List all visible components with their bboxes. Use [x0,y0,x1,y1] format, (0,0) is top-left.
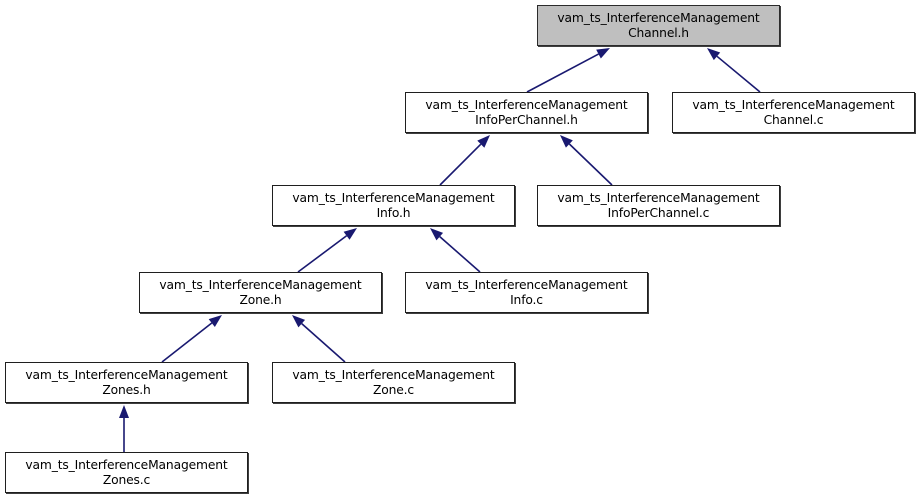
node-vam-ts-interferencemanagement-zone-h[interactable]: vam_ts_InterferenceManagement Zone.h [139,272,382,313]
node-vam-ts-interferencemanagement-infoperchannel-c[interactable]: vam_ts_InterferenceManagement InfoPerCha… [537,185,780,226]
edge-arrowhead-zone_h-to-info_h [343,228,357,240]
edge-line-info_h-to-infoperchannel_h [439,143,482,186]
edge-arrowhead-zones_c-to-zones_h [119,405,129,418]
edge-line-info_c-to-info_h [439,235,481,273]
node-vam-ts-interferencemanagement-info-h[interactable]: vam_ts_InterferenceManagement Info.h [272,185,515,226]
node-label: vam_ts_InterferenceManagement InfoPerCha… [425,97,628,127]
node-label: vam_ts_InterferenceManagement Zones.c [25,457,228,487]
node-vam-ts-interferencemanagement-zone-c[interactable]: vam_ts_InterferenceManagement Zone.c [272,362,515,403]
edge-arrowhead-channel_c-to-channel_h [707,48,721,61]
edge-line-infoperchannel_c-to-infoperchannel_h [568,143,613,186]
node-label: vam_ts_InterferenceManagement InfoPerCha… [557,190,760,220]
node-vam-ts-interferencemanagement-zones-c[interactable]: vam_ts_InterferenceManagement Zones.c [5,452,248,493]
node-label: vam_ts_InterferenceManagement Channel.c [692,97,895,127]
node-label: vam_ts_InterferenceManagement Channel.h [557,10,760,40]
edge-arrowhead-infoperchannel_h-to-channel_h [596,48,610,59]
edge-arrowhead-zone_c-to-zone_h [292,315,306,328]
node-label: vam_ts_InterferenceManagement Info.c [425,277,628,307]
edge-line-zones_h-to-zone_h [161,322,213,363]
node-vam-ts-interferencemanagement-info-c[interactable]: vam_ts_InterferenceManagement Info.c [405,272,648,313]
node-label: vam_ts_InterferenceManagement Info.h [292,190,495,220]
node-vam-ts-interferencemanagement-infoperchannel-h[interactable]: vam_ts_InterferenceManagement InfoPerCha… [405,92,648,133]
node-vam-ts-interferencemanagement-channel-h[interactable]: vam_ts_InterferenceManagement Channel.h [537,5,780,46]
edge-line-infoperchannel_h-to-channel_h [526,53,599,93]
edge-arrowhead-info_h-to-infoperchannel_h [477,135,490,148]
edge-line-zone_h-to-info_h [297,235,348,273]
node-label: vam_ts_InterferenceManagement Zone.h [159,277,362,307]
edge-line-channel_c-to-channel_h [716,55,761,93]
edge-arrowhead-info_c-to-info_h [430,228,444,241]
node-label: vam_ts_InterferenceManagement Zones.h [25,367,228,397]
edge-arrowhead-infoperchannel_c-to-infoperchannel_h [560,135,573,148]
node-label: vam_ts_InterferenceManagement Zone.c [292,367,495,397]
node-vam-ts-interferencemanagement-zones-h[interactable]: vam_ts_InterferenceManagement Zones.h [5,362,248,403]
node-vam-ts-interferencemanagement-channel-c[interactable]: vam_ts_InterferenceManagement Channel.c [672,92,915,133]
edge-line-zone_c-to-zone_h [301,323,346,363]
edge-arrowhead-zones_h-to-zone_h [208,315,222,327]
